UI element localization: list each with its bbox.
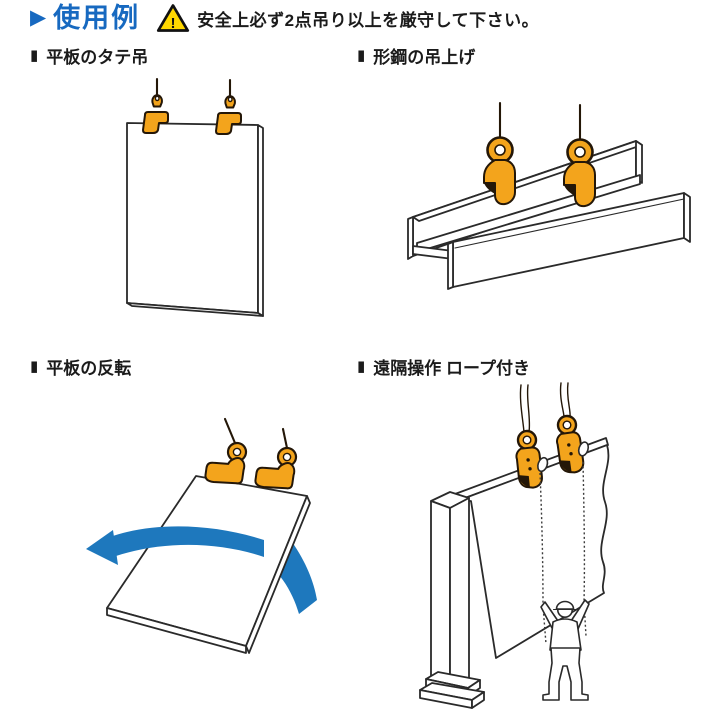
pull-rope <box>539 472 547 645</box>
hard-hat-icon <box>555 600 575 610</box>
worker-figure <box>540 599 590 701</box>
section-label: 平板の反転 <box>46 359 132 378</box>
section-title-plate-vertical: ▮ 平板のタテ吊 <box>30 43 148 68</box>
section-label: 遠隔操作 ロープ付き <box>373 359 530 378</box>
wire-rope <box>223 417 237 445</box>
section-label: 形鋼の吊上げ <box>373 48 476 67</box>
wire-rope <box>526 384 531 433</box>
lifting-clamp-icon <box>253 443 299 493</box>
lifting-clamp-icon <box>512 427 554 491</box>
illustration-plate-vertical-hang <box>126 77 264 317</box>
section-title-beam-lifting: ▮ 形鋼の吊上げ <box>357 43 475 68</box>
wire-rope <box>281 427 289 450</box>
lifting-clamp-icon <box>552 412 595 476</box>
wire-rope <box>519 384 525 433</box>
section-marker-icon: ▮ <box>357 358 366 375</box>
h-beam <box>412 140 637 257</box>
warning-triangle-icon: ! <box>156 3 190 33</box>
lifting-clamp-icon <box>203 438 249 488</box>
illustration-remote-operation <box>419 382 610 709</box>
illustration-beam-lifting <box>407 101 691 290</box>
section-marker-icon: ▮ <box>30 47 39 64</box>
lifting-clamp-icon <box>562 138 597 208</box>
warning-exclamation: ! <box>171 15 176 32</box>
warning-text: 安全上必ず2点吊り以上を厳守して下さい。 <box>197 10 540 30</box>
lifting-clamp-icon <box>482 136 517 206</box>
wall-panel <box>454 437 609 502</box>
worker-head <box>556 601 573 618</box>
header-arrow-icon: ▶ <box>30 6 47 29</box>
support-column <box>430 491 470 509</box>
lifting-clamp-icon <box>215 95 242 135</box>
steel-plate <box>106 475 308 647</box>
section-label: 平板のタテ吊 <box>46 48 149 67</box>
section-title-plate-flipping: ▮ 平板の反転 <box>30 354 131 379</box>
section-marker-icon: ▮ <box>30 358 39 375</box>
flip-arrow <box>110 526 264 557</box>
steel-plate <box>126 122 259 314</box>
wire-rope <box>566 382 571 418</box>
pull-rope <box>582 461 587 637</box>
flip-arrow-head <box>86 530 118 565</box>
lifting-clamp-icon <box>142 94 169 134</box>
page-title: 使用例 <box>53 3 141 33</box>
wire-rope <box>559 382 565 418</box>
page-header: ▶ 使用例 ! 安全上必ず2点吊り以上を厳守して下さい。 <box>30 3 539 33</box>
flip-arrow-ribbon <box>252 542 317 614</box>
section-marker-icon: ▮ <box>357 47 366 64</box>
illustration-plate-flipping <box>86 417 317 654</box>
section-title-remote-operation: ▮ 遠隔操作 ロープ付き <box>357 354 530 379</box>
